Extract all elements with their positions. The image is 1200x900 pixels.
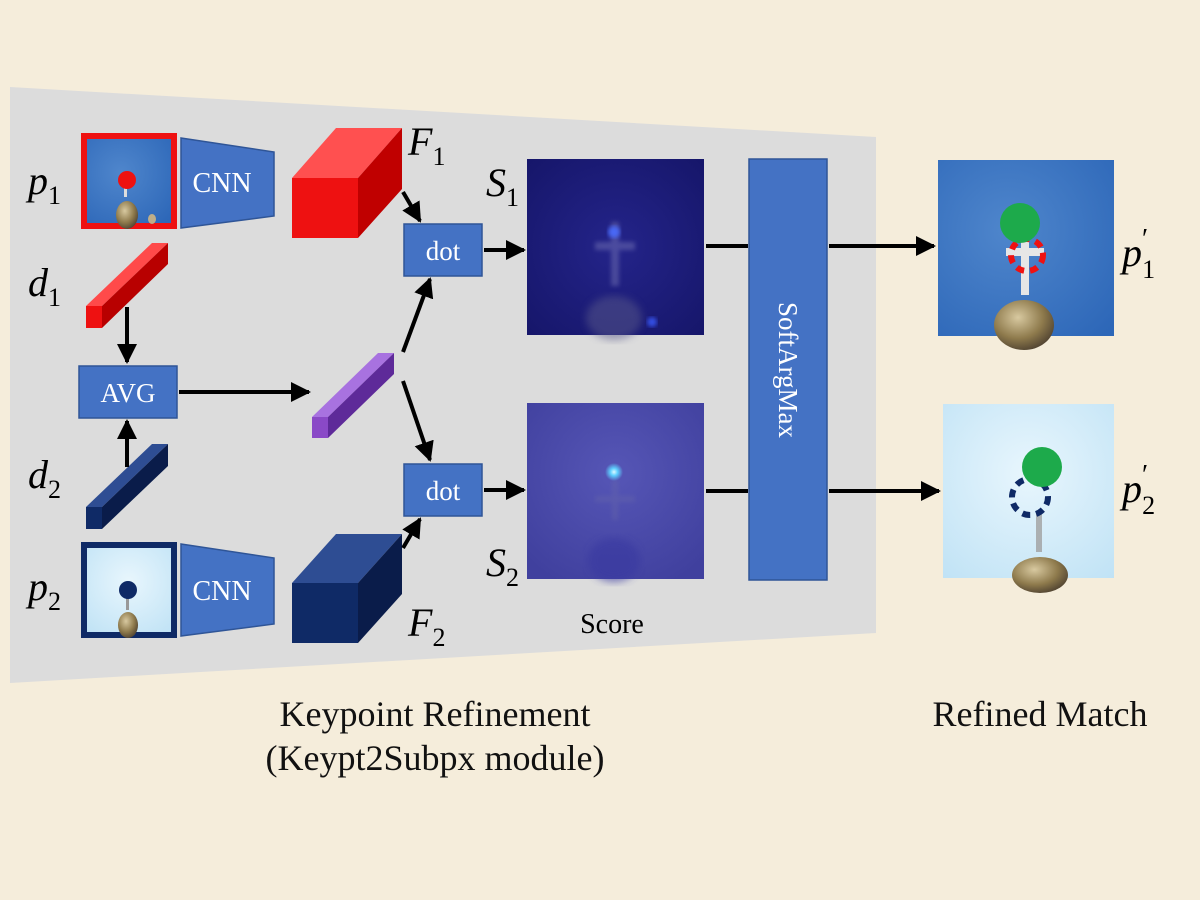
label-p2: p2: [25, 564, 61, 616]
dot-top: dot: [403, 223, 483, 277]
descriptor-avg: [312, 353, 394, 438]
refined-patch-p1: [938, 160, 1114, 350]
caption-keypoint-refinement: Keypoint Refinement (Keypt2Subpx module): [180, 692, 690, 780]
arrow-F1-dot: [401, 190, 422, 223]
label-p2-refined: p′2: [1119, 460, 1155, 520]
descriptor-d2: [86, 444, 168, 529]
avg-block: AVG: [78, 365, 178, 419]
caption-refined-match: Refined Match: [880, 692, 1200, 736]
cnn-top: CNN: [180, 137, 275, 229]
feature-F2: [292, 534, 402, 643]
cnn-bottom: CNN: [180, 543, 275, 637]
avg-label: AVG: [100, 378, 155, 408]
arrow-descriptor-dot-top: [401, 277, 434, 353]
descriptor-d1: [86, 243, 168, 328]
cnn-bottom-label: CNN: [192, 576, 251, 607]
softargmax-block: SoftArgMax: [748, 158, 828, 581]
label-p1-refined: p′1: [1119, 224, 1155, 284]
patch-p2: [81, 542, 177, 638]
softargmax-label: SoftArgMax: [773, 302, 803, 439]
caption-right: Refined Match: [932, 694, 1148, 734]
caption-left-line2: (Keypt2Subpx module): [265, 738, 605, 778]
score-map-S1: [527, 159, 704, 340]
refined-keypoint-marker: [1000, 203, 1040, 243]
dot-top-label: dot: [426, 236, 461, 266]
patch-p1: [81, 133, 177, 229]
score-label: Score: [580, 609, 644, 640]
feature-F1: [292, 128, 402, 238]
score-map-S2: [527, 403, 704, 582]
arrow-descriptor-dot-bottom: [401, 380, 434, 462]
arrow-F2-dot: [401, 517, 422, 550]
dot-bottom-label: dot: [426, 476, 461, 506]
cnn-top-label: CNN: [192, 168, 251, 199]
label-F1: F1: [407, 119, 445, 171]
label-S2: S2: [486, 540, 519, 592]
dot-bottom: dot: [403, 463, 483, 517]
label-p1: p1: [25, 158, 61, 210]
label-S1: S1: [486, 160, 519, 212]
label-F2: F2: [407, 600, 445, 652]
label-d1: d1: [28, 260, 61, 312]
refined-keypoint-marker: [1022, 447, 1062, 487]
label-d2: d2: [28, 452, 61, 504]
caption-left-line1: Keypoint Refinement: [279, 694, 591, 734]
arrows: [117, 190, 941, 550]
refined-patch-p2: [943, 404, 1114, 593]
